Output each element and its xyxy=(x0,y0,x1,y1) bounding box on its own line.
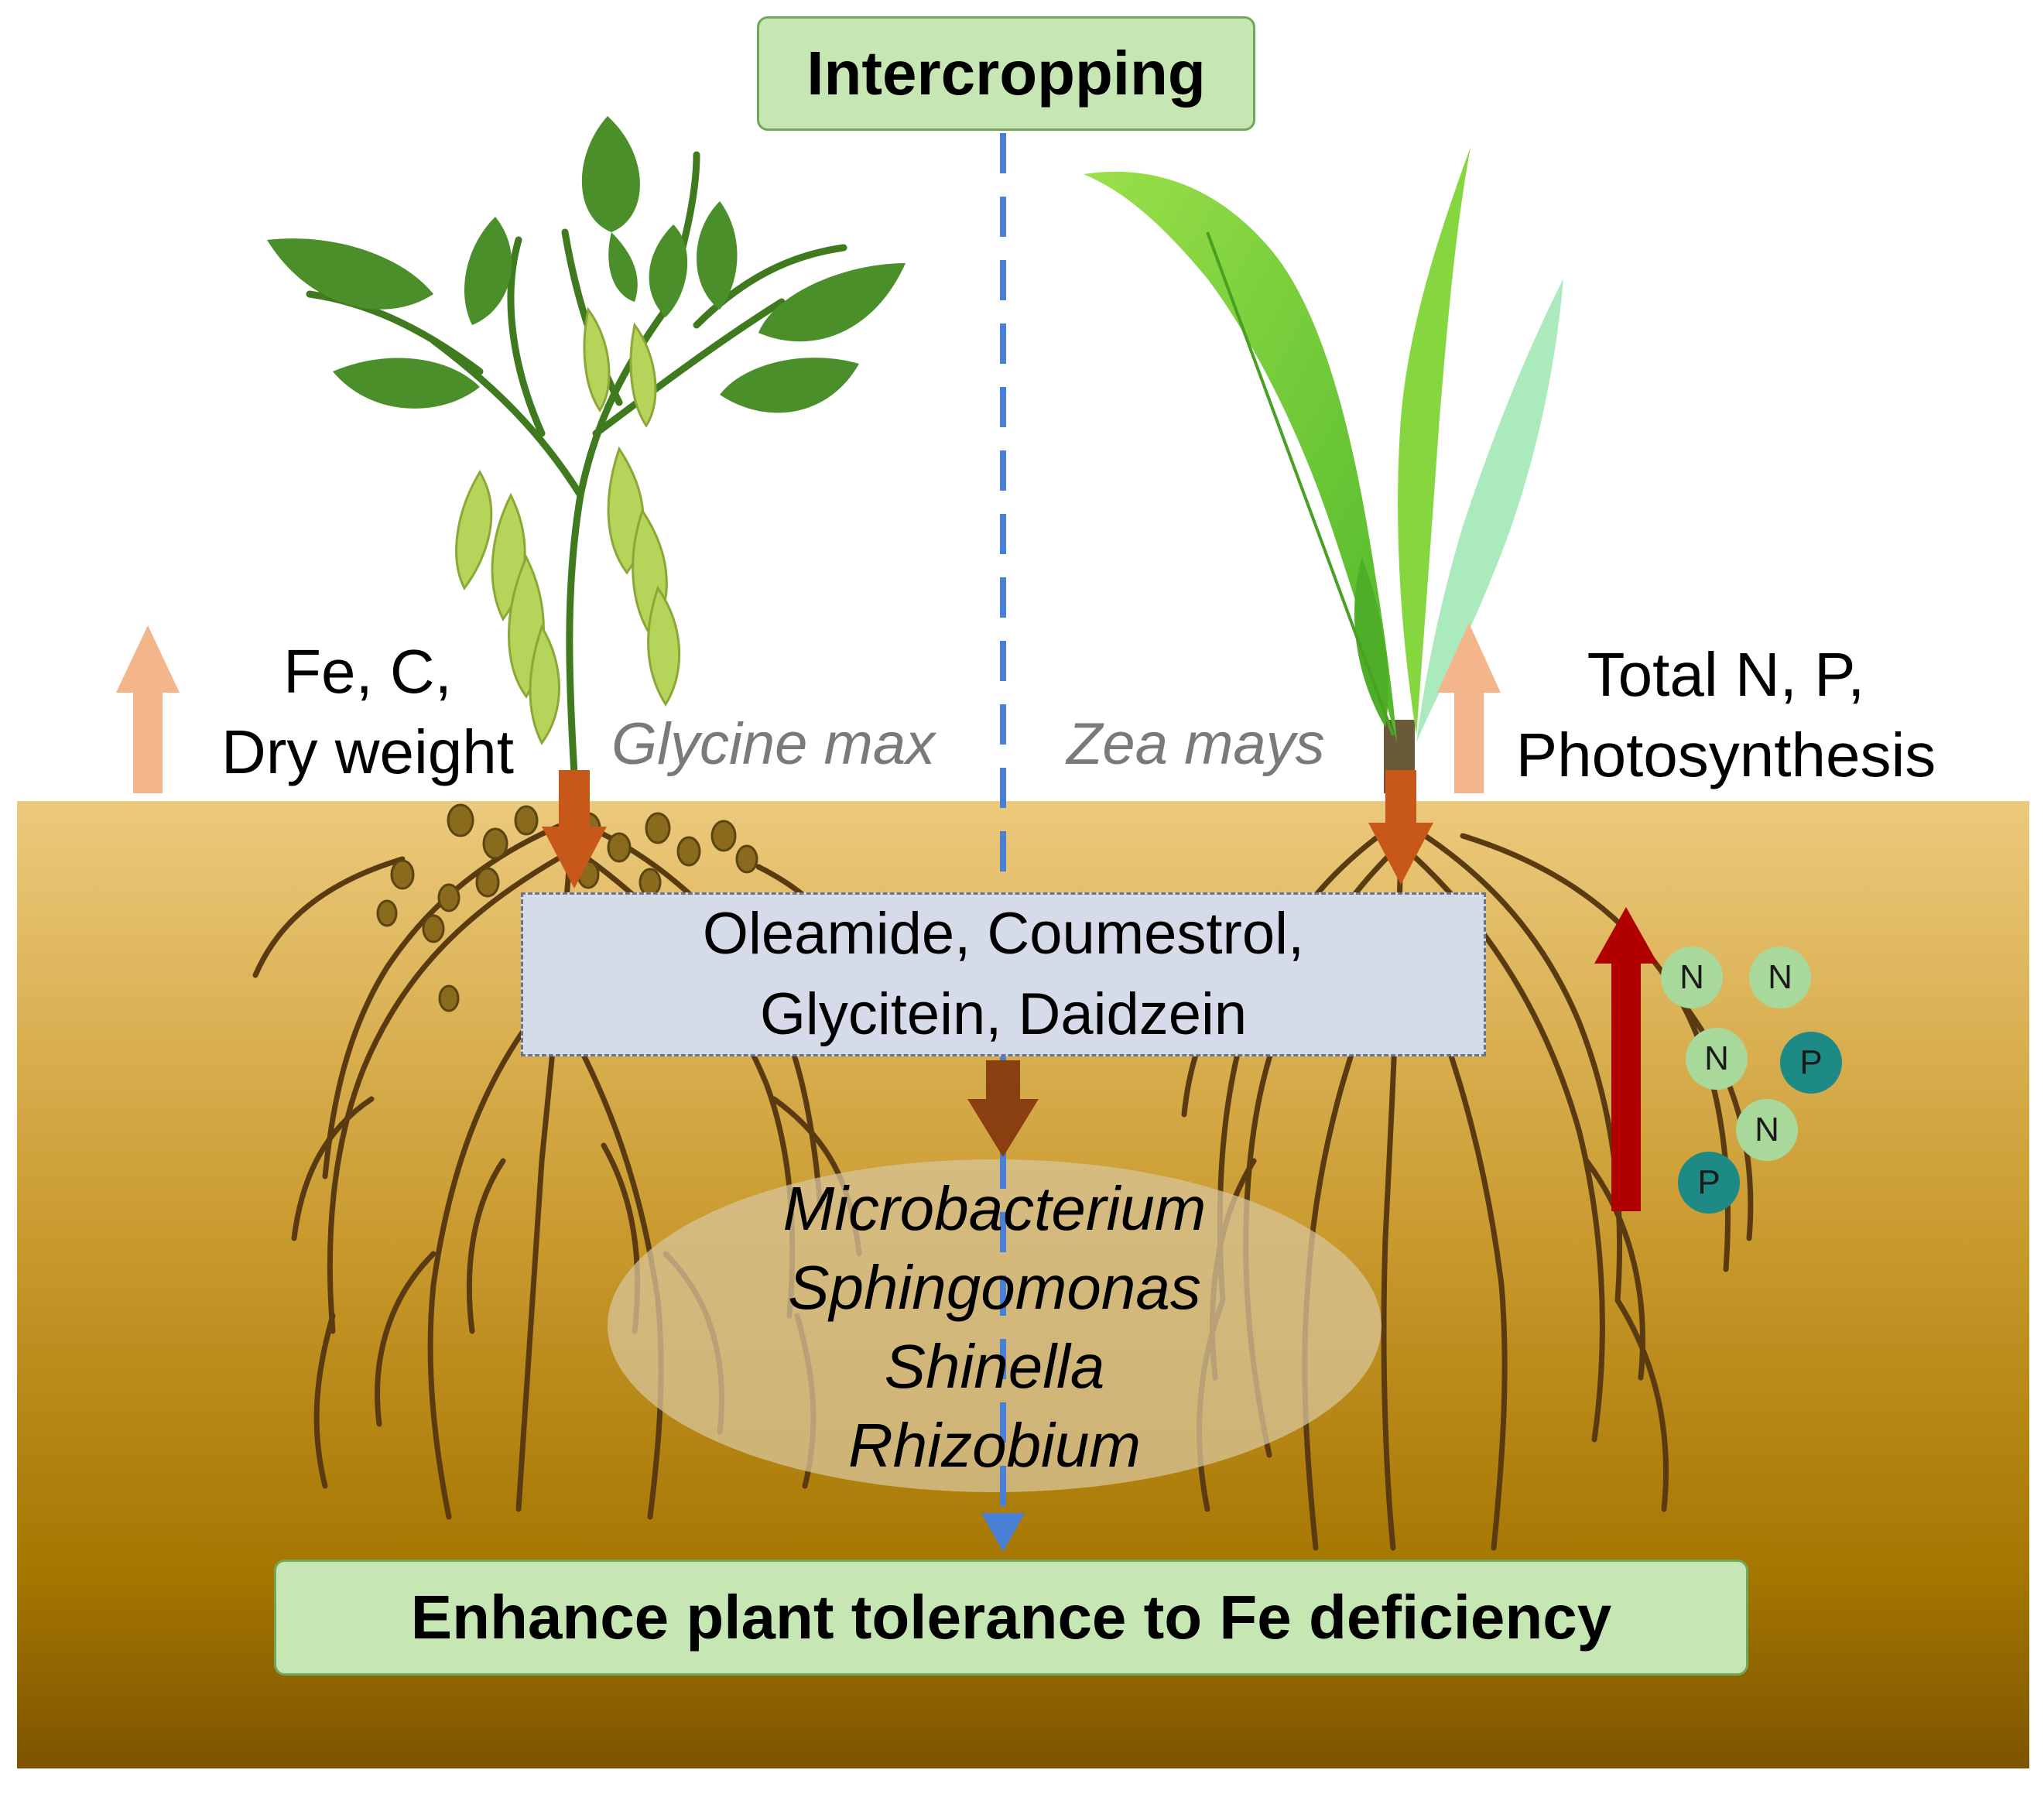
intercropping-title-box: Intercropping xyxy=(757,16,1255,131)
phosphorus-particle: P xyxy=(1780,1032,1842,1094)
soybean-plant xyxy=(267,116,906,778)
exudate-arrows xyxy=(542,770,1433,888)
intercropping-title: Intercropping xyxy=(806,39,1206,108)
microbe-genus: Shinella xyxy=(884,1332,1105,1401)
microbe-ellipse xyxy=(608,1159,1381,1492)
outcome-box: Enhance plant tolerance to Fe deficiency xyxy=(274,1559,1748,1676)
soybean-species-label: Glycine max xyxy=(611,711,936,777)
maize-traits-line1: Total N, P, xyxy=(1587,640,1865,709)
maize-traits: Total N, P, Photosynthesis xyxy=(1494,635,1958,796)
maize-traits-line2: Photosynthesis xyxy=(1515,721,1936,789)
outcome-text: Enhance plant tolerance to Fe deficiency xyxy=(410,1583,1612,1652)
compounds-line1: Oleamide, Coumestrol, xyxy=(702,901,1305,967)
root-exudate-compounds-box: Oleamide, Coumestrol, Glycitein, Daidzei… xyxy=(521,892,1486,1056)
nitrogen-particle: N xyxy=(1661,947,1723,1008)
enriched-microbes-list: Microbacterium Sphingomonas Shinella Rhi… xyxy=(608,1161,1381,1494)
phosphorus-particle: P xyxy=(1678,1152,1740,1214)
microbe-genus: Sphingomonas xyxy=(788,1253,1201,1322)
soybean-traits: Fe, C, Dry weight xyxy=(209,632,526,793)
nutrient-uptake-arrow xyxy=(1594,907,1658,1211)
microbe-genus: Rhizobium xyxy=(848,1411,1141,1480)
microbe-genus: Microbacterium xyxy=(782,1174,1207,1243)
maize-species-label: Zea mays xyxy=(1067,711,1325,777)
compounds-line2: Glycitein, Daidzein xyxy=(759,981,1248,1047)
nitrogen-particle: N xyxy=(1749,947,1811,1008)
soybean-traits-line2: Dry weight xyxy=(221,717,514,786)
nitrogen-particle: N xyxy=(1686,1028,1748,1090)
soybean-traits-line1: Fe, C, xyxy=(283,637,452,706)
divider-arrowhead xyxy=(981,1513,1025,1552)
maize-plant xyxy=(1084,147,1563,793)
compound-to-microbe-arrow xyxy=(967,1060,1039,1157)
nitrogen-particle: N xyxy=(1736,1099,1798,1161)
increase-arrows xyxy=(116,623,1501,793)
